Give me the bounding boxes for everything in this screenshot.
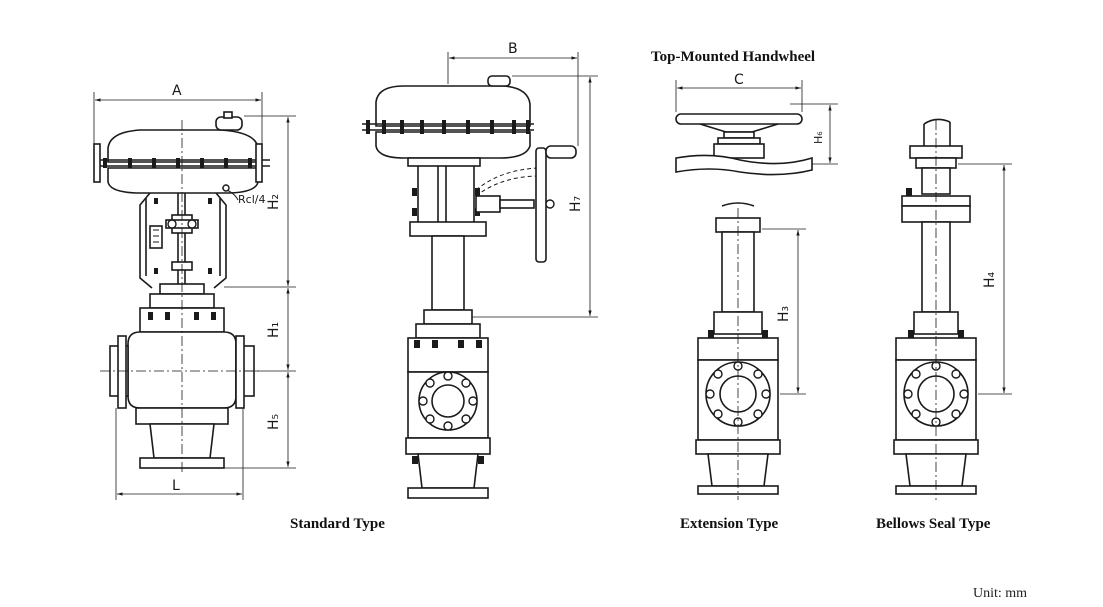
unit-label: Unit: mm <box>973 586 1027 601</box>
dim-h1-label: H₁ <box>266 322 282 338</box>
dim-h4-label: H₄ <box>982 271 998 288</box>
dim-l-label: L <box>172 478 180 494</box>
side-flange-bolts <box>418 371 478 431</box>
port-size-label: Rcl/4 <box>238 193 265 206</box>
standard-type-view: Rcl/4 A L H₂ H₁ H₅ <box>93 83 296 500</box>
side-handwheel-view: B H₇ <box>362 41 598 499</box>
dim-b-label: B <box>508 41 518 57</box>
top-handwheel-view: Top-Mounted Handwheel C H₆ <box>651 49 838 176</box>
actuator-bolts <box>103 158 252 168</box>
extension-flange-bolts <box>705 361 771 427</box>
bellows-seal-type-view: H₄ <box>893 118 1012 500</box>
dim-h5-label: H₅ <box>266 414 282 430</box>
caption-extension-type: Extension Type <box>680 516 779 532</box>
dim-a-label: A <box>172 83 182 99</box>
caption-standard-type: Standard Type <box>290 516 385 532</box>
dim-h7-label: H₇ <box>568 196 584 212</box>
dim-c-label: C <box>734 72 744 88</box>
dim-h2-label: H₂ <box>266 194 282 210</box>
side-actuator-bolts <box>366 120 530 134</box>
dim-h3-label: H₃ <box>776 306 792 322</box>
caption-bellows-seal-type: Bellows Seal Type <box>876 516 991 532</box>
caption-top-handwheel: Top-Mounted Handwheel <box>651 49 815 65</box>
dim-h6-label: H₆ <box>812 131 825 144</box>
extension-type-view: H₃ <box>695 202 806 500</box>
